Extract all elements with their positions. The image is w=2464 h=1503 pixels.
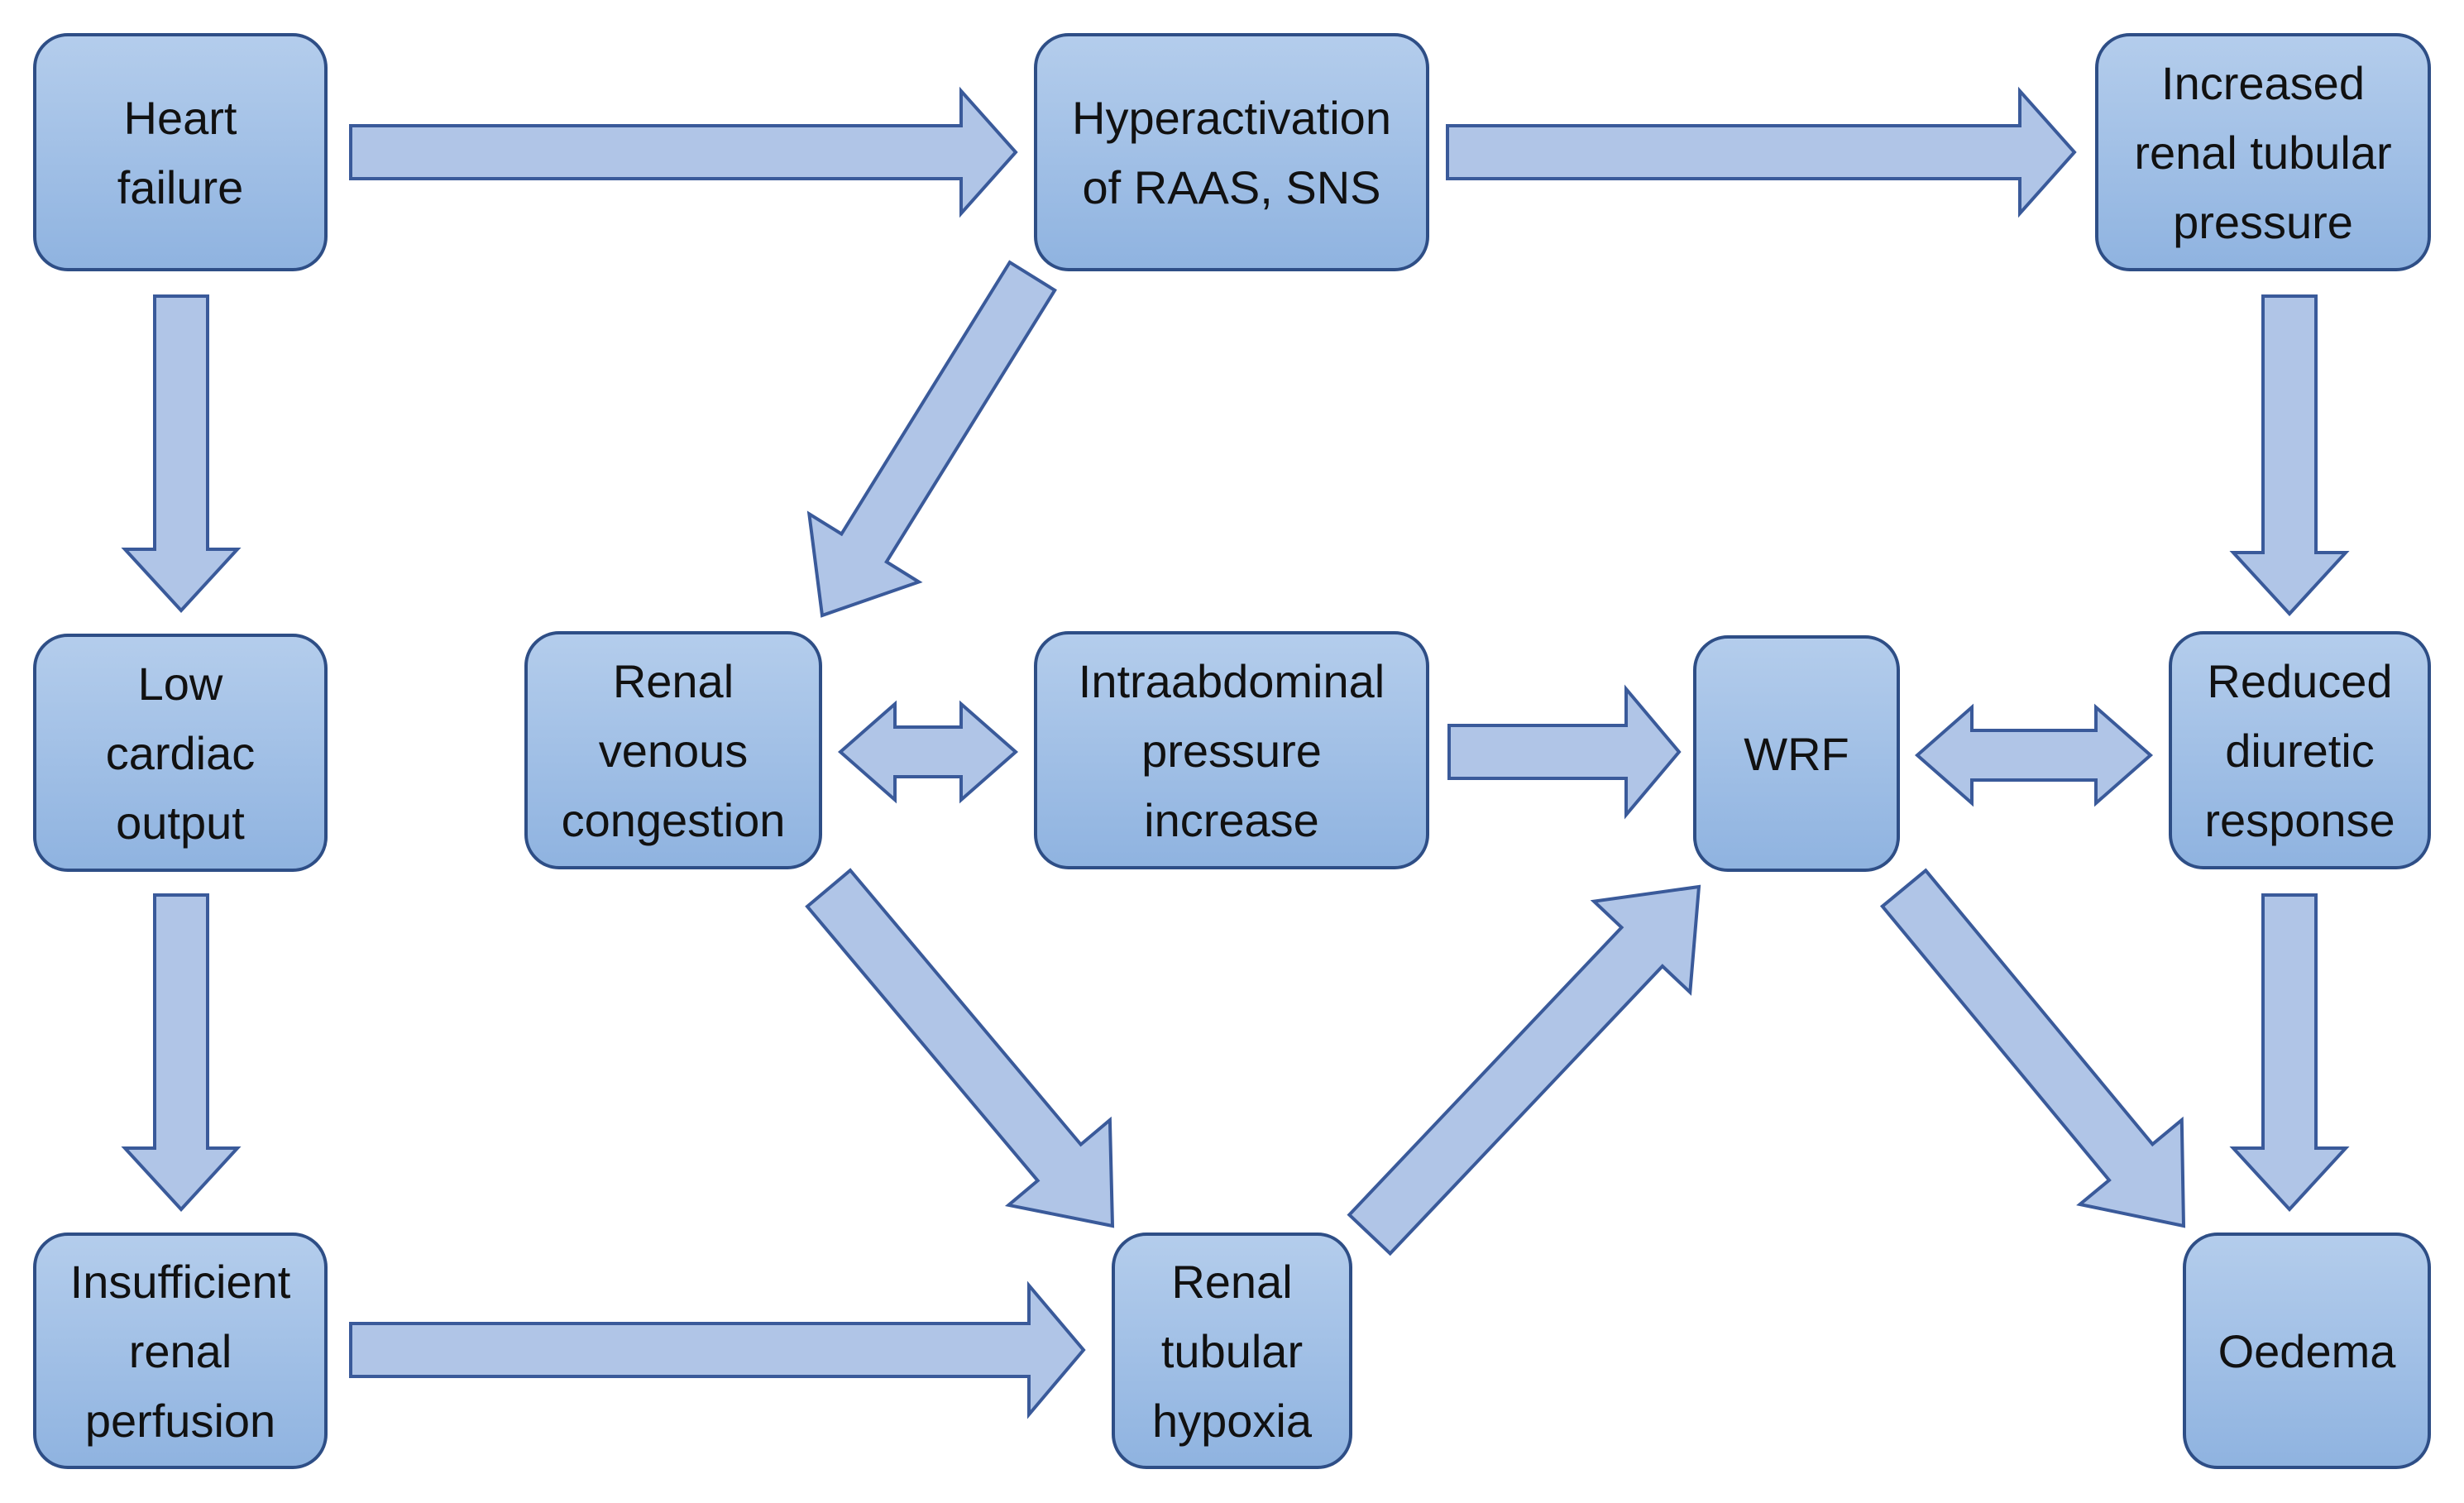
node-label-line: increase (1144, 794, 1319, 846)
node-box (2183, 1233, 2431, 1469)
node-wrf: WRF (1693, 635, 1900, 872)
node-label-line: failure (117, 161, 244, 213)
node-label-line: renal tubular (2134, 127, 2391, 179)
node-label-line: congestion (562, 794, 786, 846)
node-renal-tubular-hypoxia: Renal tubular hypoxia (1112, 1233, 1352, 1469)
node-label-line: cardiac (106, 727, 256, 779)
node-box (1693, 635, 1900, 872)
node-insufficient-perfusion: Insufficient renal perfusion (33, 1233, 328, 1469)
node-increased-tubular-pressure: Increased renal tubular pressure (2095, 33, 2431, 271)
node-label-line: Hyperactivation (1072, 92, 1391, 144)
node-box (1112, 1233, 1352, 1469)
node-label-line: Heart (124, 92, 237, 144)
node-label-line: pressure (2173, 196, 2353, 248)
node-label-line: diuretic (2225, 725, 2375, 777)
node-label-line: tubular (1161, 1325, 1303, 1377)
arrow-reduced-diuretic-response-to-oedema (2229, 893, 2350, 1212)
node-label-line: pressure (1141, 725, 1322, 777)
node-box (33, 1233, 328, 1469)
arrow-low-cardiac-output-to-insufficient-perfusion (121, 893, 242, 1212)
node-oedema: Oedema (2183, 1233, 2431, 1469)
node-label-line: Renal (613, 655, 734, 707)
node-intraabdominal-pressure: Intraabdominal pressure increase (1034, 631, 1429, 869)
node-box (1034, 33, 1429, 271)
arrow-hyperactivation-to-increased-tubular-pressure (1446, 86, 2077, 218)
arrow-wrf-to-oedema (1879, 868, 2186, 1228)
node-label-line: Oedema (2218, 1325, 2397, 1377)
node-label-line: perfusion (85, 1395, 275, 1447)
arrow-wrf-to-reduced-diuretic-response (1914, 703, 2154, 807)
arrow-increased-tubular-pressure-to-reduced-diuretic-response (2229, 294, 2350, 616)
node-label-line: renal (129, 1325, 232, 1377)
arrow-hyperactivation-to-renal-venous-congestion (806, 260, 1057, 618)
arrow-heart-failure-to-low-cardiac-output (121, 294, 242, 613)
node-box (33, 634, 328, 872)
node-label-line: Insufficient (70, 1256, 291, 1308)
node-label-line: Low (138, 658, 223, 710)
arrow-intraabdominal-pressure-to-wrf (1447, 684, 1682, 820)
node-label-line: hypoxia (1152, 1395, 1313, 1447)
node-label-line: WRF (1744, 728, 1849, 780)
arrow-insufficient-perfusion-to-renal-tubular-hypoxia (349, 1280, 1086, 1419)
arrow-renal-tubular-hypoxia-to-wrf (1347, 884, 1701, 1256)
arrow-layer (121, 86, 2350, 1419)
node-label-line: Intraabdominal (1079, 655, 1385, 707)
arrow-renal-venous-congestion-to-renal-tubular-hypoxia (805, 868, 1115, 1228)
node-box (524, 631, 822, 869)
node-label-line: Reduced (2207, 655, 2392, 707)
node-label-line: venous (599, 725, 749, 777)
node-label-line: Renal (1171, 1256, 1292, 1308)
node-box (1034, 631, 1429, 869)
arrow-heart-failure-to-hyperactivation (349, 86, 1018, 218)
node-heart-failure: Heart failure (33, 33, 328, 271)
node-label-line: output (116, 797, 245, 849)
node-hyperactivation: Hyperactivation of RAAS, SNS (1034, 33, 1429, 271)
node-low-cardiac-output: Low cardiac output (33, 634, 328, 872)
node-label-line: Increased (2161, 57, 2365, 109)
node-renal-venous-congestion: Renal venous congestion (524, 631, 822, 869)
node-box (2169, 631, 2431, 869)
node-box (2095, 33, 2431, 271)
node-reduced-diuretic-response: Reduced diuretic response (2169, 631, 2431, 869)
node-layer: Heart failure Hyperactivation of RAAS, SNS I… (33, 33, 2431, 1469)
arrow-renal-venous-congestion-to-intraabdominal-pressure (837, 700, 1019, 804)
node-label-line: response (2204, 794, 2395, 846)
node-box (33, 33, 328, 271)
node-label-line: of RAAS, SNS (1082, 161, 1380, 213)
